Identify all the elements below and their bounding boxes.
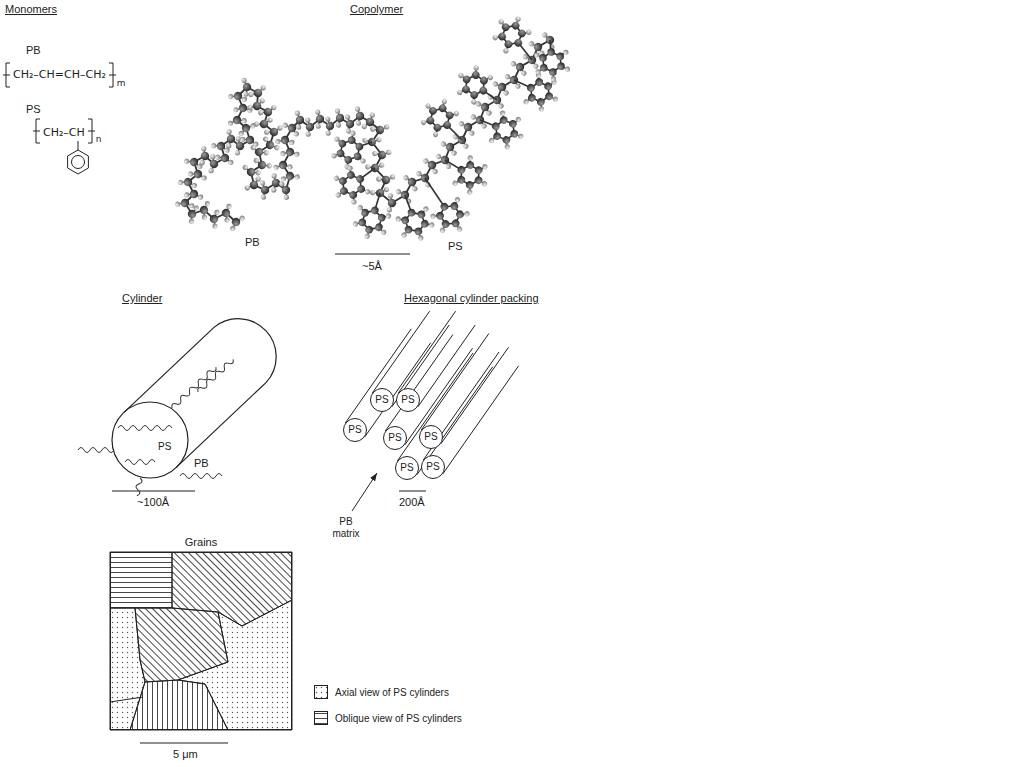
polymer-backbone <box>185 40 550 222</box>
scale-bars <box>112 254 426 743</box>
legend-entry: Oblique view of PS cylinders <box>314 711 462 725</box>
cylinder-bodies <box>345 311 518 475</box>
scale-label: 200Å <box>399 496 425 509</box>
swatch-fill <box>315 712 328 725</box>
node-text: PS <box>388 432 401 444</box>
phenyl-rings <box>326 9 571 246</box>
scale-label: ~100Å <box>137 496 169 509</box>
cylinder-end: PS <box>343 418 367 442</box>
node-text: PS <box>348 424 361 436</box>
cylinder-end: PS <box>370 388 394 412</box>
swatch-fill <box>315 686 328 699</box>
repeat-subscript: m <box>117 78 126 88</box>
bracket <box>33 118 42 144</box>
bracket <box>3 62 12 88</box>
pb-formula: CH₂–CH=CH–CH₂ m <box>3 62 126 88</box>
cylinder-outline <box>80 310 290 485</box>
chemical-formula: CH₂–CH=CH–CH₂ <box>12 68 107 82</box>
legend-swatch <box>314 711 328 725</box>
node-text: PS <box>375 394 388 406</box>
cylinder-end: PS <box>421 455 445 479</box>
legend-entry: Axial view of PS cylinders <box>314 685 449 699</box>
copolymer-model <box>185 9 571 246</box>
legend-text: Oblique view of PS cylinders <box>335 713 462 724</box>
node-text: PS <box>424 431 437 443</box>
cylinder-end: PS <box>396 388 420 412</box>
repeat-subscript: n <box>96 134 102 144</box>
ring-bonds <box>359 40 551 213</box>
section-heading: Hexagonal cylinder packing <box>404 292 539 305</box>
monomer-name: PS <box>26 103 41 116</box>
cylinder-end: PS <box>395 456 419 480</box>
block-label: PB <box>194 457 209 470</box>
chemical-formula: CH₂–CH <box>42 126 86 139</box>
cylinder-sketch: PS <box>80 310 290 485</box>
monomer-name: PB <box>26 44 41 57</box>
leader-arrow <box>352 473 377 511</box>
cylinder-end: PS <box>419 425 443 449</box>
ps-formula: CH₂–CH n <box>33 118 102 144</box>
node-text: PS <box>426 461 439 473</box>
section-heading: Monomers <box>5 3 57 16</box>
section-heading: Cylinder <box>122 292 162 305</box>
bracket <box>107 62 116 88</box>
block-label: PB <box>245 236 260 249</box>
node-text: PS <box>158 441 171 453</box>
node-text: PS <box>401 394 414 406</box>
legend-text: Axial view of PS cylinders <box>335 687 449 698</box>
block-label: PS <box>448 240 463 253</box>
grain-map <box>110 552 292 730</box>
formula-group: CH₂–CH <box>42 122 86 140</box>
scale-label: 5 μm <box>173 748 198 761</box>
node-text: PS <box>400 462 413 474</box>
legend-swatch <box>314 685 328 699</box>
section-heading: Copolymer <box>350 3 403 16</box>
cylinder-end: PS <box>383 426 407 450</box>
grain-map-title: Grains <box>111 536 291 548</box>
grain-map-frame: Grains <box>110 552 292 730</box>
callout-label: PB matrix <box>327 516 365 540</box>
benzene-ring <box>63 140 93 178</box>
bracket <box>86 118 95 144</box>
scale-label: ~5Å <box>362 260 382 273</box>
